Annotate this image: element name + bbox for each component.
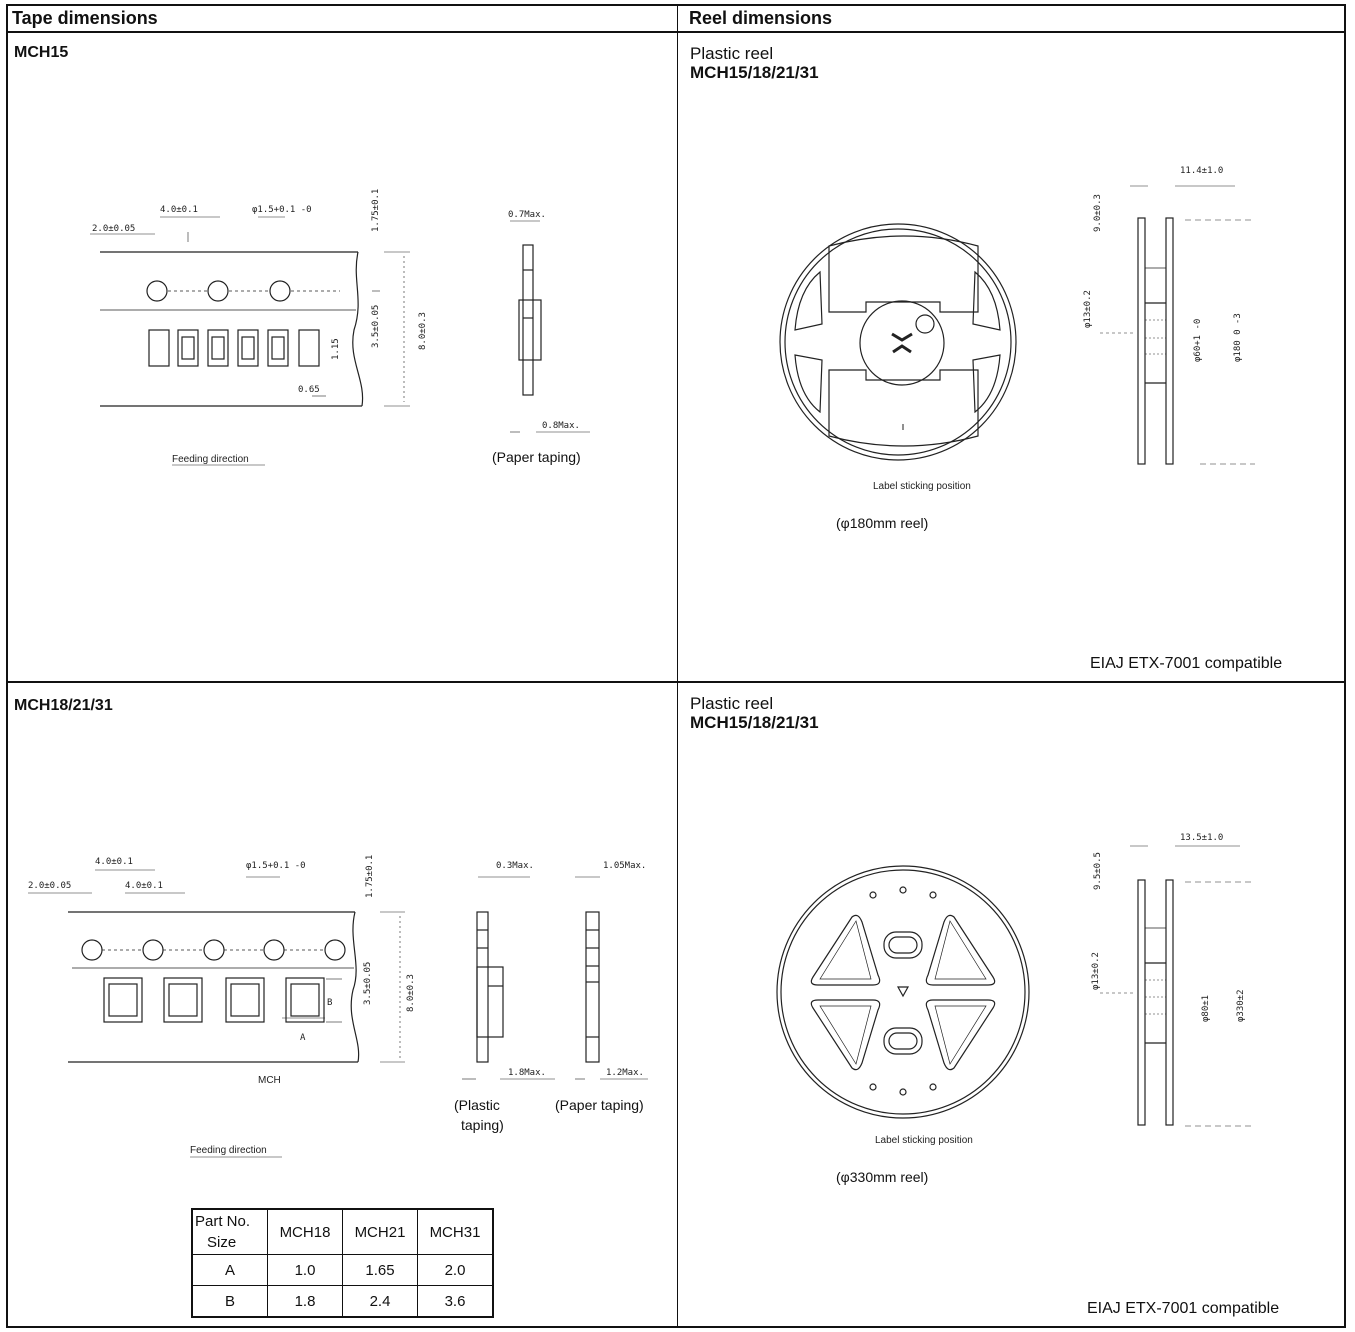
- mch18-plastic1: (Plastic: [454, 1097, 500, 1113]
- mch18-pitch1: 4.0±0.1: [95, 857, 133, 867]
- table-row: B 1.8 2.4 3.6: [191, 1285, 494, 1318]
- row-b-mch21: 2.4: [342, 1285, 418, 1318]
- mch15-pitch: 4.0±0.1: [160, 205, 198, 215]
- reel180-c: φ13±0.2: [1083, 290, 1093, 328]
- reel180-caption: (φ180mm reel): [836, 515, 928, 531]
- mch15-width: 8.0±0.3: [418, 312, 428, 350]
- size-table: Part No. Size MCH18 MCH21 MCH31 A 1.0 1.…: [191, 1208, 494, 1318]
- mch18-max4: 1.2Max.: [606, 1068, 644, 1078]
- table-frame: [6, 4, 1346, 1328]
- mch15-offset: 2.0±0.05: [92, 224, 135, 234]
- row-divider: [6, 681, 1346, 683]
- mch18-offset: 2.0±0.05: [28, 881, 71, 891]
- row-b-label: B: [191, 1285, 268, 1318]
- mch18-paper: (Paper taping): [555, 1097, 644, 1113]
- mch15-max-bottom: 0.8Max.: [542, 421, 580, 431]
- mch15-title: MCH15: [14, 44, 69, 61]
- mch15-edge: 1.75±0.1: [371, 189, 381, 232]
- row-a-mch21: 1.65: [342, 1254, 418, 1286]
- mch15-hole: φ1.5+0.1 -0: [252, 205, 312, 215]
- reel330-label-pos: Label sticking position: [875, 1135, 973, 1146]
- mch18-max3: 1.8Max.: [508, 1068, 546, 1078]
- mch15-tape-drawing: [90, 216, 590, 466]
- reel180-d: φ60+1 -0: [1193, 319, 1203, 362]
- reel-parts-top: MCH15/18/21/31: [690, 63, 819, 82]
- mch18-plastic2: taping): [461, 1117, 504, 1133]
- mch15-max-top: 0.7Max.: [508, 210, 546, 220]
- row-a-label: A: [191, 1254, 268, 1286]
- reel-180-front: [779, 223, 1017, 461]
- reel180-a: 9.0±0.3: [1093, 194, 1103, 232]
- column-divider: [677, 4, 678, 1328]
- reel330-d: φ80±1: [1201, 995, 1211, 1022]
- mch18-pitch2: 4.0±0.1: [125, 881, 163, 891]
- tape-dimensions-header: Tape dimensions: [12, 8, 158, 28]
- col-mch21: MCH21: [342, 1208, 418, 1255]
- mch15-taping: (Paper taping): [492, 449, 581, 465]
- compat-note-bottom: EIAJ ETX-7001 compatible: [1087, 1300, 1280, 1317]
- corner-part-no: Part No.: [195, 1213, 251, 1230]
- mch15-row: 3.5±0.05: [371, 305, 381, 348]
- mch15-feeding: Feeding direction: [172, 454, 249, 465]
- mch18-max2: 1.05Max.: [603, 861, 646, 871]
- reel-330-side: [1100, 845, 1255, 1127]
- mch15-cavity: 1.15: [331, 338, 341, 360]
- mch18-feeding: Feeding direction: [190, 1145, 267, 1156]
- mch18-a: A: [300, 1033, 306, 1043]
- reel-parts-bottom: MCH15/18/21/31: [690, 713, 819, 732]
- compat-note-top: EIAJ ETX-7001 compatible: [1090, 655, 1283, 672]
- row-b-mch18: 1.8: [267, 1285, 343, 1318]
- reel180-e: φ180 0 -3: [1233, 313, 1243, 362]
- corner-size: Size: [207, 1234, 237, 1251]
- mch18-mch-label: MCH: [258, 1075, 281, 1086]
- mch18-tape-drawing: [28, 869, 648, 1158]
- reel-type-bottom: Plastic reel: [690, 694, 774, 713]
- mch18-b: B: [327, 998, 332, 1008]
- reel180-label-pos: Label sticking position: [873, 481, 971, 492]
- mch15-gap: 0.65: [298, 385, 320, 395]
- row-a-mch31: 2.0: [417, 1254, 494, 1286]
- reel-330-front: [776, 865, 1030, 1119]
- reel330-a: 9.5±0.5: [1093, 852, 1103, 890]
- table-row: A 1.0 1.65 2.0: [191, 1254, 494, 1286]
- mch18-edge: 1.75±0.1: [365, 855, 375, 898]
- reel330-caption: (φ330mm reel): [836, 1169, 928, 1185]
- reel330-b: 13.5±1.0: [1180, 833, 1223, 843]
- mch18-hole: φ1.5+0.1 -0: [246, 861, 306, 871]
- size-table-corner: Part No. Size: [191, 1208, 268, 1255]
- mch18-title: MCH18/21/31: [14, 697, 113, 714]
- mch18-max1: 0.3Max.: [496, 861, 534, 871]
- col-mch31: MCH31: [417, 1208, 494, 1255]
- reel-180-side: [1100, 185, 1255, 465]
- reel-type-top: Plastic reel: [690, 44, 774, 63]
- reel-dimensions-header: Reel dimensions: [689, 8, 833, 28]
- row-b-mch31: 3.6: [417, 1285, 494, 1318]
- mch18-width: 8.0±0.3: [406, 974, 416, 1012]
- row-a-mch18: 1.0: [267, 1254, 343, 1286]
- mch18-row: 3.5±0.05: [363, 962, 373, 1005]
- col-mch18: MCH18: [267, 1208, 343, 1255]
- header-divider: [6, 31, 1346, 33]
- reel330-c: φ13±0.2: [1091, 952, 1101, 990]
- reel180-b: 11.4±1.0: [1180, 166, 1223, 176]
- reel330-e: φ330±2: [1236, 989, 1246, 1022]
